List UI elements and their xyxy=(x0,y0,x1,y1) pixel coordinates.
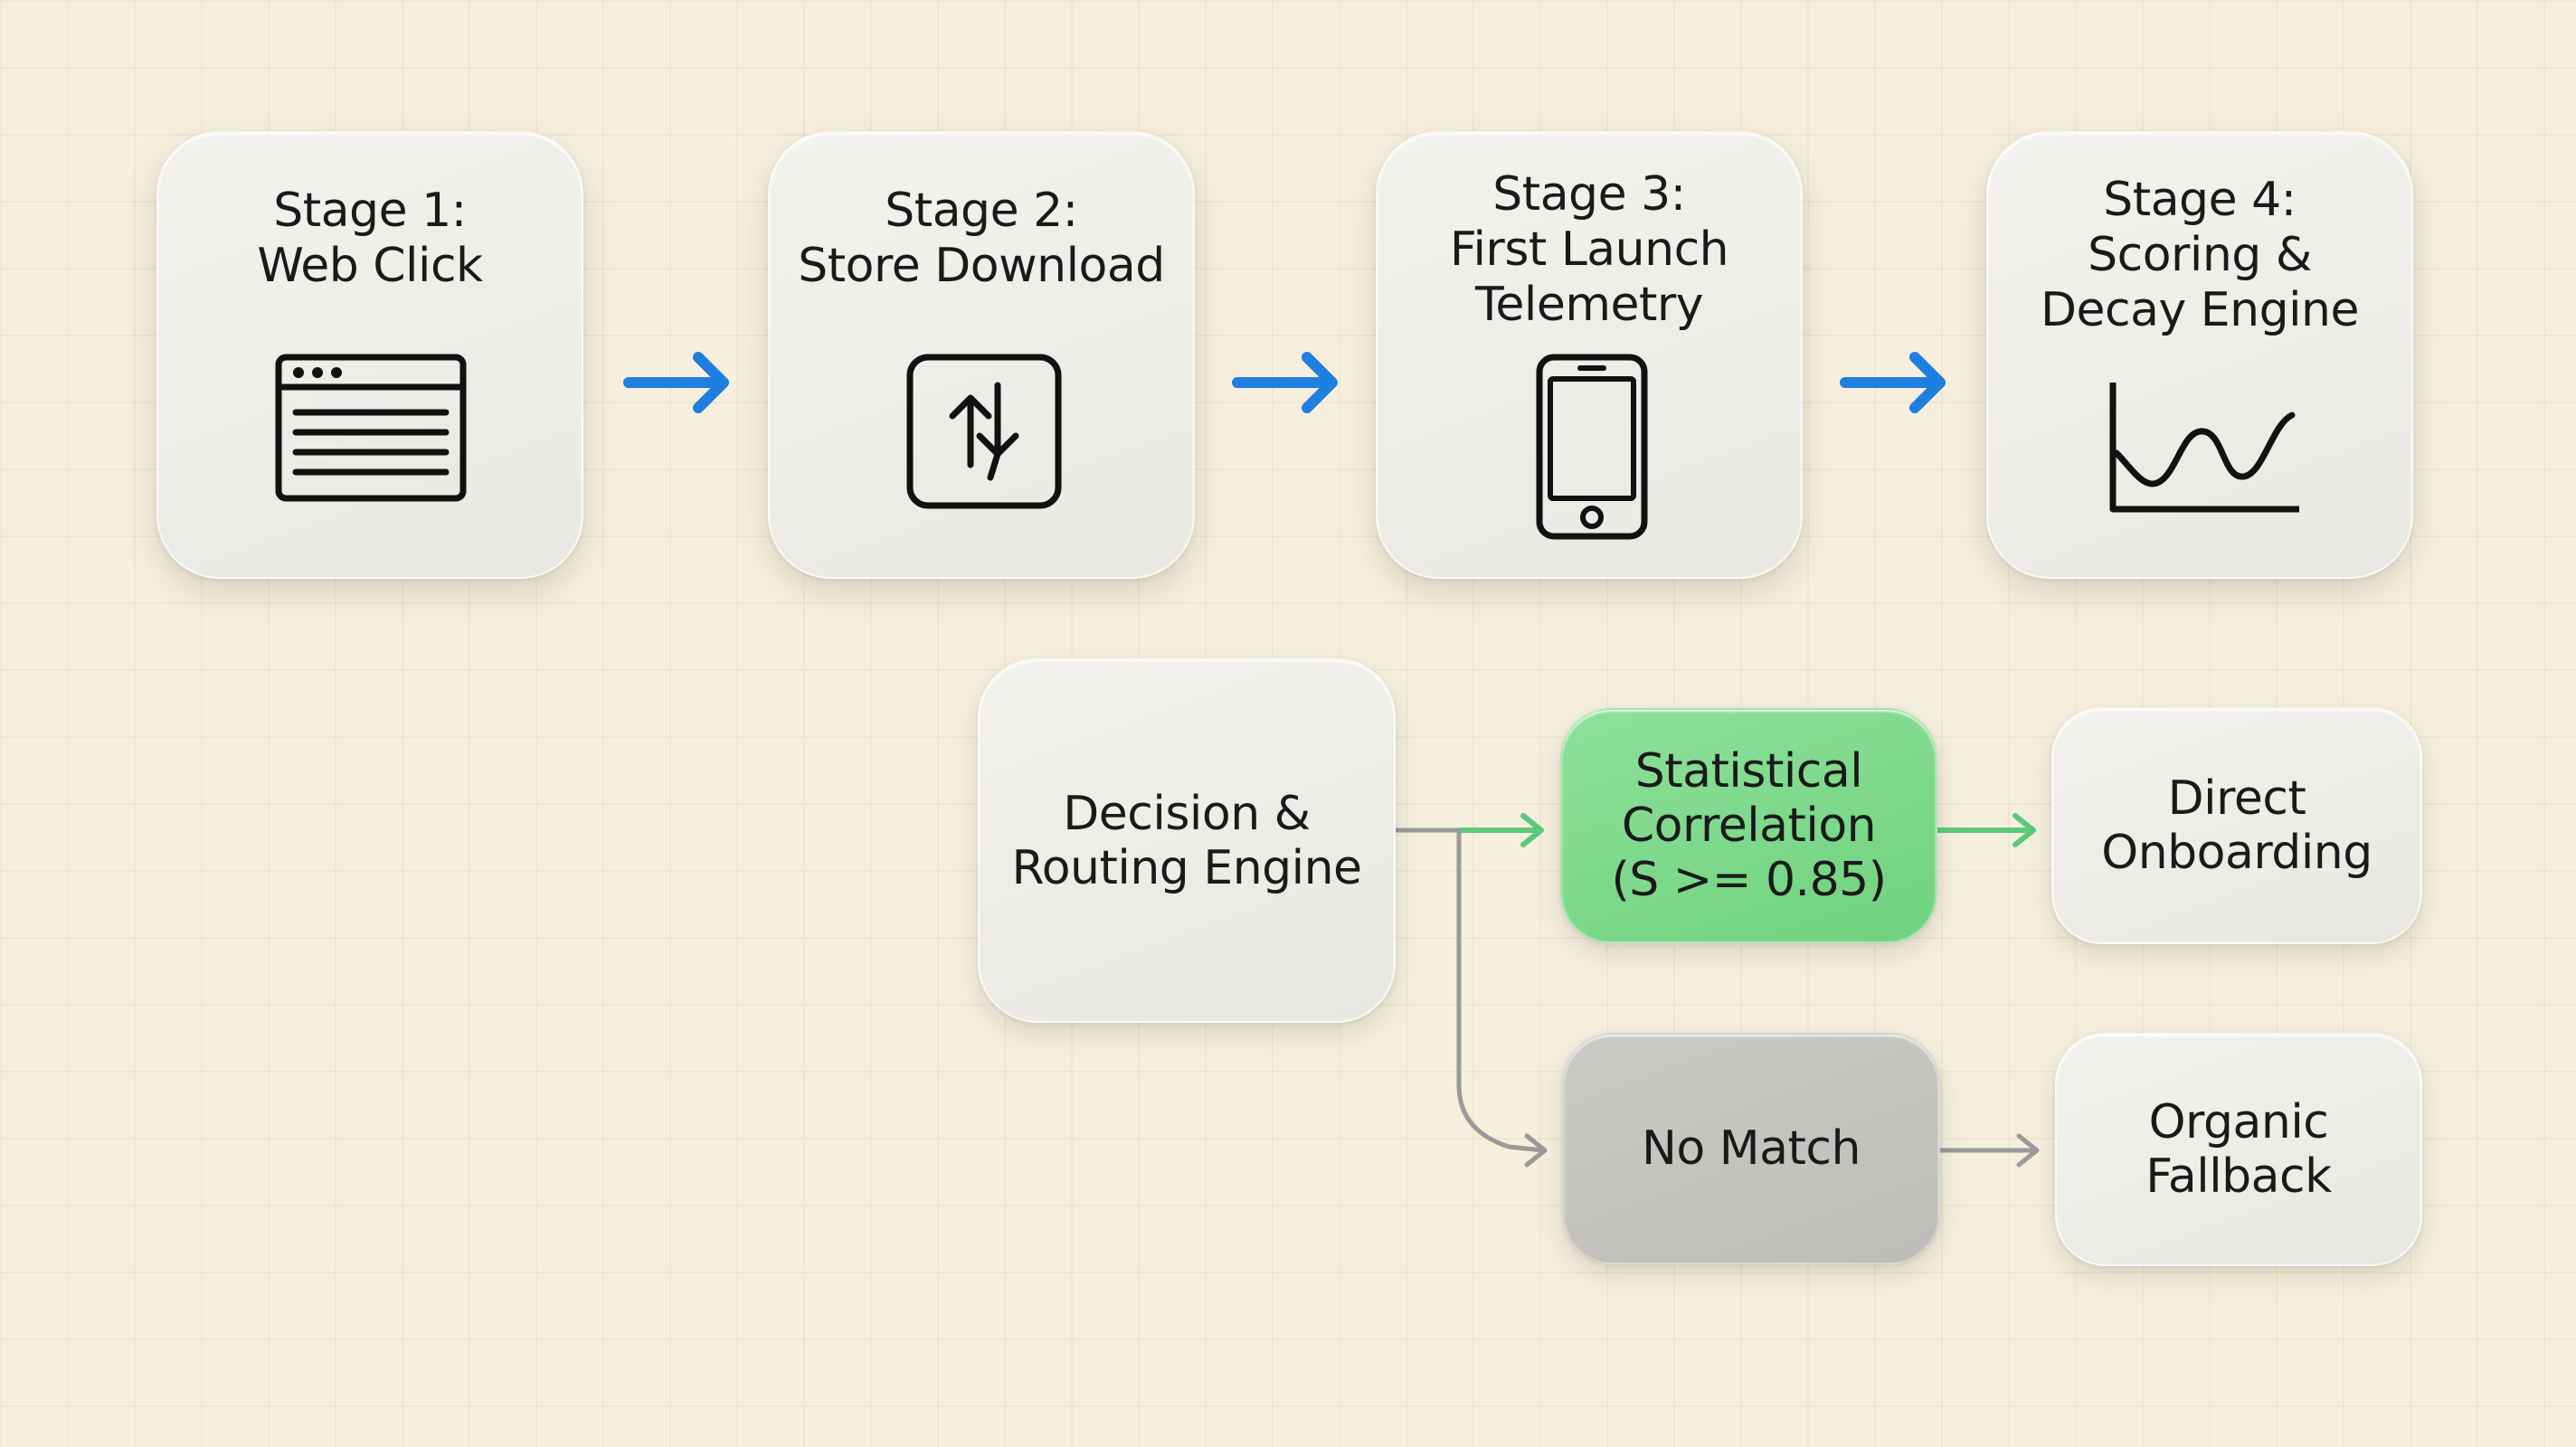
no-match-node: No Match xyxy=(1562,1033,1940,1264)
arrow-stage-2-to-3 xyxy=(1232,352,1338,413)
arrow-stage-3-to-4 xyxy=(1840,352,1946,413)
stage-4-card: Stage 4: Scoring & Decay Engine xyxy=(1986,131,2413,579)
organic-label-line1: Organic xyxy=(2148,1095,2329,1149)
decision-label-line1: Decision & xyxy=(1063,786,1311,841)
stage-2-card: Stage 2: Store Download xyxy=(768,131,1195,579)
browser-window-icon xyxy=(275,354,467,502)
stage-3-name-line2: Telemetry xyxy=(1474,278,1704,332)
stage-2-title: Stage 2: Store Download xyxy=(770,184,1193,294)
stage-3-name-line1: First Launch xyxy=(1449,222,1729,277)
stage-3-label: Stage 3: xyxy=(1492,167,1686,222)
connector-decision-to-no-match xyxy=(1456,830,1548,1168)
statistical-correlation-node: Statistical Correlation (S >= 0.85) xyxy=(1560,708,1937,943)
stage-3-title: Stage 3: First Launch Telemetry xyxy=(1378,167,1801,333)
download-arrows-icon xyxy=(906,354,1062,509)
direct-label-line1: Direct xyxy=(2167,771,2306,826)
decision-label-line2: Routing Engine xyxy=(1011,840,1362,895)
stage-1-name: Web Click xyxy=(257,239,483,293)
stage-4-label: Stage 4: xyxy=(2103,173,2297,227)
organic-label-line2: Fallback xyxy=(2145,1149,2332,1204)
no-match-label: No Match xyxy=(1642,1121,1861,1176)
direct-label-line2: Onboarding xyxy=(2101,826,2372,880)
connector-match-to-direct xyxy=(1937,813,2036,847)
stage-1-label: Stage 1: xyxy=(273,184,467,238)
stage-1-card: Stage 1: Web Click xyxy=(156,131,583,579)
organic-fallback-node: Organic Fallback xyxy=(2055,1033,2422,1266)
match-threshold: (S >= 0.85) xyxy=(1611,853,1887,907)
stage-1-title: Stage 1: Web Click xyxy=(158,184,582,294)
connector-no-match-to-organic xyxy=(1940,1133,2040,1168)
line-graph-icon xyxy=(2109,383,2299,513)
stage-2-name: Store Download xyxy=(798,239,1165,293)
smartphone-icon xyxy=(1536,354,1648,540)
direct-onboarding-node: Direct Onboarding xyxy=(2051,707,2422,944)
match-label-line2: Correlation xyxy=(1621,799,1877,853)
stage-4-name-line2: Decay Engine xyxy=(2040,283,2360,337)
match-label-line1: Statistical xyxy=(1634,744,1863,799)
stage-3-card: Stage 3: First Launch Telemetry xyxy=(1376,131,1803,579)
stage-4-name-line1: Scoring & xyxy=(2088,228,2312,282)
arrow-stage-1-to-2 xyxy=(623,352,729,413)
connector-decision-to-match xyxy=(1396,813,1544,847)
decision-routing-engine-node: Decision & Routing Engine xyxy=(978,658,1396,1023)
stage-2-label: Stage 2: xyxy=(885,184,1078,238)
stage-4-title: Stage 4: Scoring & Decay Engine xyxy=(1988,173,2411,338)
